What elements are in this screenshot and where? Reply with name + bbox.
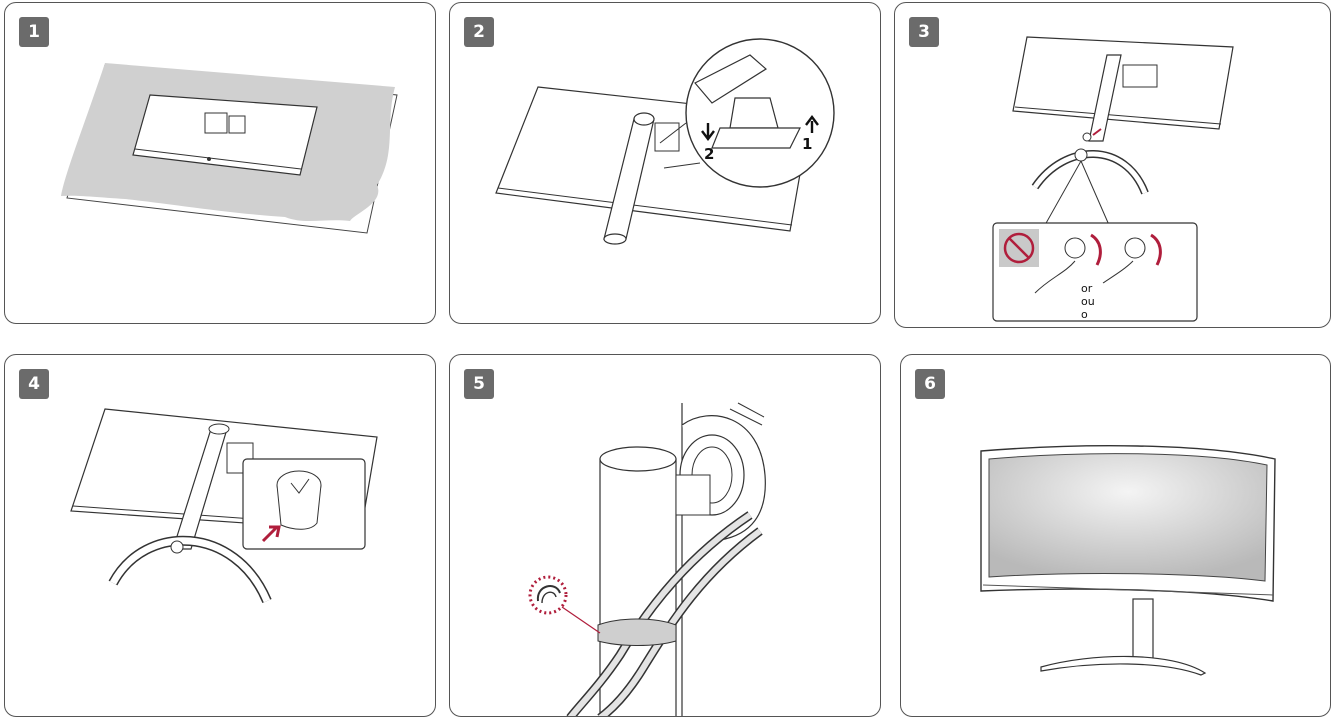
step-3-panel: 3 or ou o bbox=[894, 2, 1331, 328]
step-6-badge: 6 bbox=[915, 369, 945, 399]
step-3-badge: 3 bbox=[909, 17, 939, 47]
step-5-illustration bbox=[528, 402, 766, 716]
step-5-badge: 5 bbox=[464, 369, 494, 399]
step-6-panel: 6 bbox=[900, 354, 1331, 717]
callout-label-2: 2 bbox=[704, 145, 714, 163]
step-5-panel: 5 bbox=[449, 354, 881, 717]
step-1-illustration bbox=[61, 63, 398, 234]
step-4-illustration bbox=[70, 408, 378, 604]
step-4-badge: 4 bbox=[19, 369, 49, 399]
alt-label-o: o bbox=[1081, 308, 1088, 321]
step-1-badge: 1 bbox=[19, 17, 49, 47]
alt-label-or: or bbox=[1081, 282, 1093, 295]
step-1-panel: 1 bbox=[4, 2, 436, 324]
step-6-illustration bbox=[980, 445, 1276, 676]
step-4-panel: 4 bbox=[4, 354, 436, 717]
step-2-illustration: 2 1 bbox=[495, 38, 835, 245]
step-2-panel: 2 2 1 bbox=[449, 2, 881, 324]
alt-label-ou: ou bbox=[1081, 295, 1095, 308]
step-3-illustration: or ou o bbox=[992, 36, 1234, 322]
step-2-badge: 2 bbox=[464, 17, 494, 47]
callout-label-1: 1 bbox=[802, 135, 812, 153]
